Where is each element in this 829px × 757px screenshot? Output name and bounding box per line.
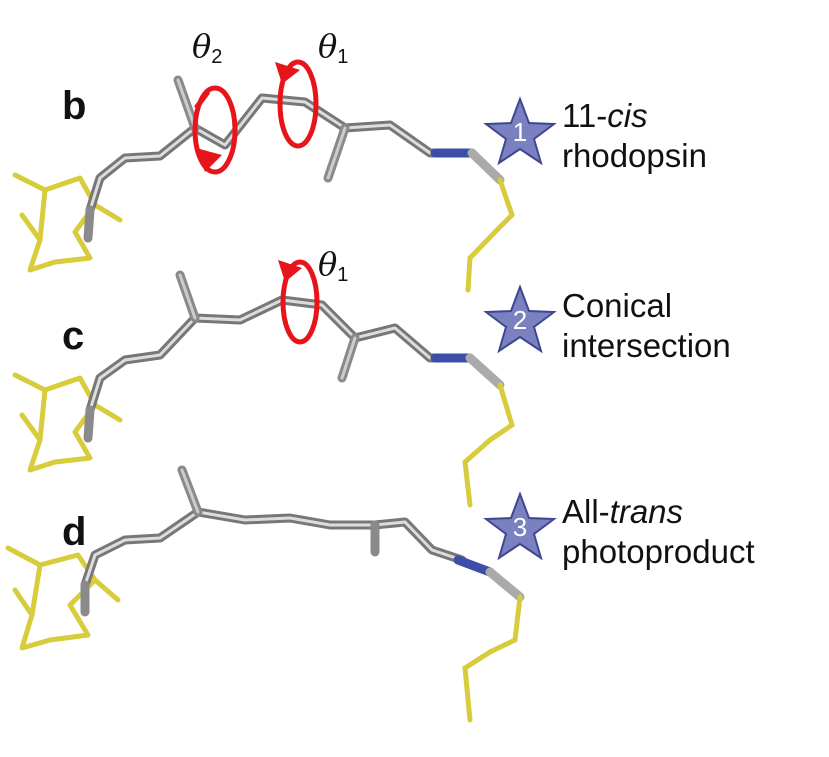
theta1-label-c: θ1 (318, 245, 349, 286)
state-label-3-line2: photoproduct (562, 533, 755, 570)
star-shape (483, 284, 557, 354)
theta1-arrowhead (275, 62, 300, 84)
star-number-1: 1 (512, 117, 528, 147)
panel-letter-d: d (62, 510, 87, 554)
state-label-2-line2: intersection (562, 327, 731, 364)
star-number-3: 3 (512, 512, 528, 542)
state-label-1-line2: rhodopsin (562, 137, 707, 174)
molecule-all-trans (5, 465, 525, 723)
panel-letter-b: b (62, 84, 87, 128)
star-shape (483, 96, 557, 166)
polyene-chain (85, 295, 467, 415)
state-label-1: 11-cis rhodopsin (562, 96, 707, 176)
theta1-arrow-ring (280, 259, 320, 345)
state-label-1-line1: 11-cis (562, 97, 648, 134)
panel-letter-c: c (62, 314, 85, 358)
lysine-tail (465, 177, 515, 293)
theta1-label-b: θ1 (318, 27, 349, 68)
theta2-label-b: θ2 (192, 27, 223, 68)
state-label-3-line1: All-trans (562, 493, 684, 530)
lysine-tail (462, 594, 523, 723)
star-1 (483, 96, 557, 166)
theta2-arrowhead (196, 148, 222, 172)
state-label-2: Conical intersection (562, 286, 731, 366)
star-2 (483, 284, 557, 354)
molecule-conical-intersection (12, 259, 515, 508)
state-label-3: All-trans photoproduct (562, 492, 755, 572)
ionone-ring (12, 372, 123, 473)
star-3 (483, 491, 557, 561)
ionone-ring (12, 172, 123, 273)
theta1-arrowhead (278, 260, 302, 282)
star-shape (483, 491, 557, 561)
state-label-2-line1: Conical (562, 287, 673, 324)
molecule-11-cis (12, 59, 515, 293)
ionone-ring (5, 545, 121, 651)
theta2-arrow-ring (192, 85, 238, 175)
lysine-tail (462, 382, 515, 508)
schiff-base-nitrogen (453, 555, 495, 577)
star-number-2: 2 (512, 305, 528, 335)
theta1-arrow-ring (277, 59, 319, 149)
